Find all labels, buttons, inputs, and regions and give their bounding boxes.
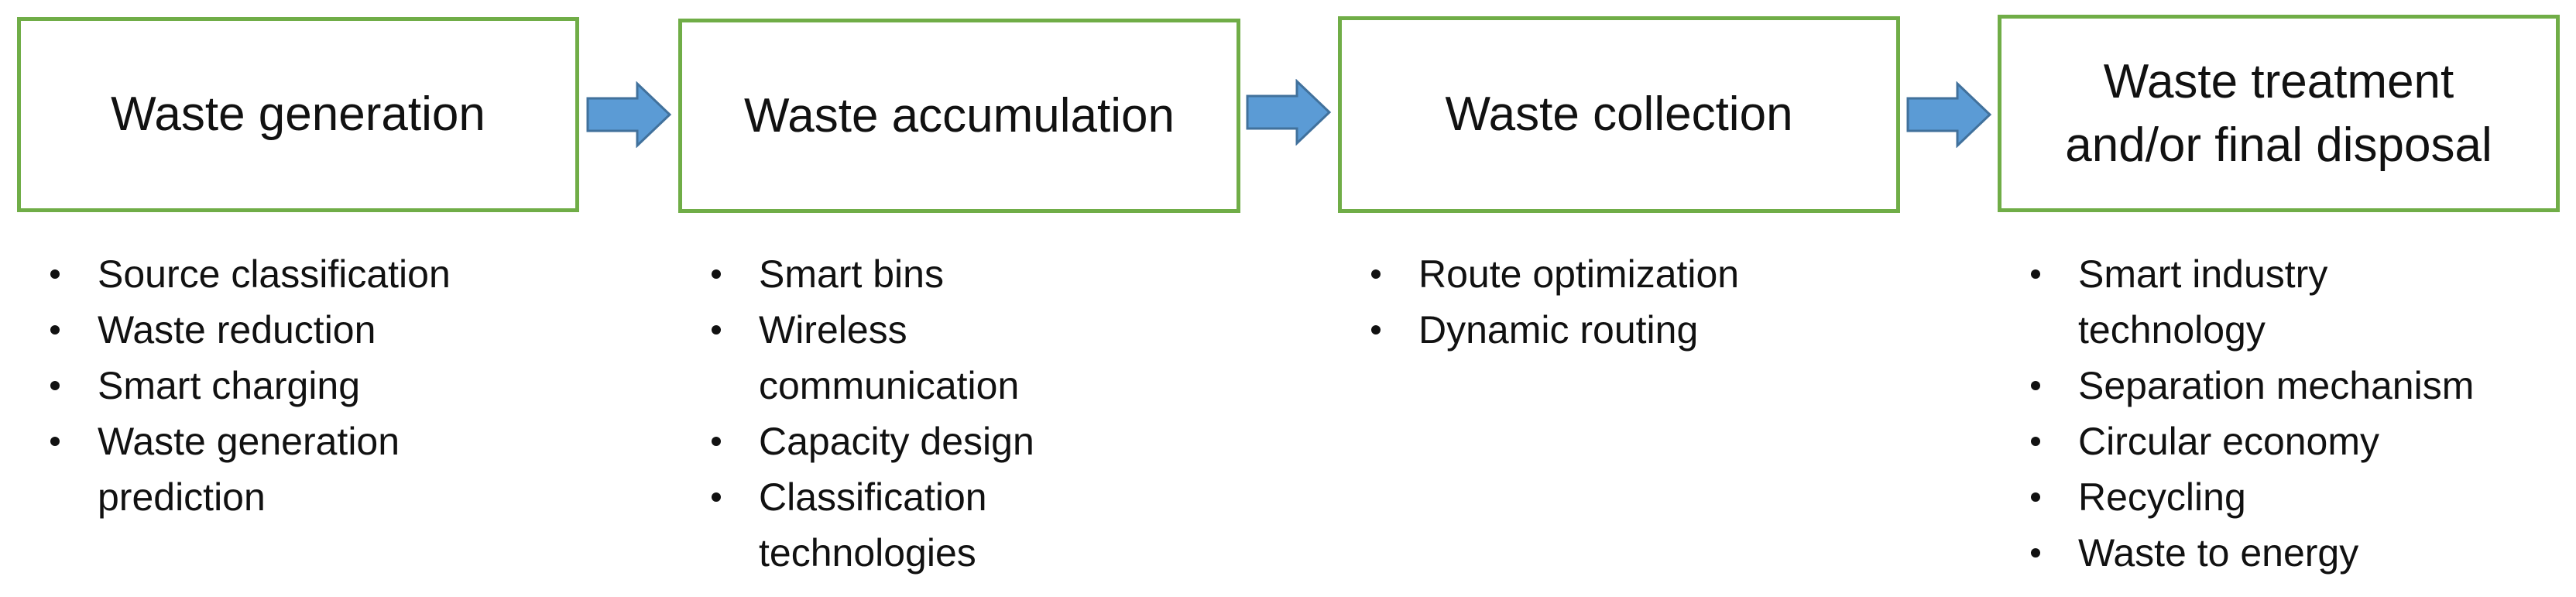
list-item: Route optimization [1367,246,1847,302]
stage-title: Waste generation [111,83,485,146]
stage-list-waste-accumulation: Smart bins Wireless communication Capaci… [708,246,1110,581]
right-arrow-icon [1246,79,1332,146]
stage-title-line: Waste treatment [2103,54,2454,108]
list-item: Waste reduction [46,302,527,358]
list-item: Classification technologies [708,469,1068,581]
list-item: Smart industry technology [2027,246,2434,358]
stage-title-line: Waste generation [111,87,485,142]
stage-box-waste-accumulation: Waste accumulation [678,19,1240,213]
list-item: Wireless communication [708,302,1068,413]
stage-box-waste-generation: Waste generation [17,17,579,212]
stage-list-waste-generation: Source classification Waste reduction Sm… [46,246,527,525]
stage-title: Waste treatment and/or final disposal [2065,50,2492,177]
list-item: Separation mechanism [2027,358,2561,413]
list-item: Circular economy [2027,413,2561,469]
right-arrow-icon [1906,81,1992,148]
stage-title-line: and/or final disposal [2065,118,2492,172]
list-item: Smart bins [708,246,1110,302]
list-item: Smart charging [46,358,527,413]
list-item: Waste to energy [2027,525,2561,581]
stage-list-waste-collection: Route optimization Dynamic routing [1367,246,1847,358]
stage-title: Waste collection [1445,83,1792,146]
stage-title-line: Waste collection [1445,87,1793,142]
stage-title: Waste accumulation [744,84,1175,148]
stage-box-waste-treatment: Waste treatment and/or final disposal [1998,15,2560,212]
list-item: Dynamic routing [1367,302,1847,358]
stage-title-line: Waste accumulation [744,88,1175,142]
list-item: Waste generation prediction [46,413,454,525]
stage-list-waste-treatment: Smart industry technology Separation mec… [2027,246,2561,581]
list-item: Source classification [46,246,527,302]
list-item: Recycling [2027,469,2561,525]
list-item: Capacity design [708,413,1110,469]
right-arrow-icon [586,81,672,148]
stage-box-waste-collection: Waste collection [1338,16,1900,213]
